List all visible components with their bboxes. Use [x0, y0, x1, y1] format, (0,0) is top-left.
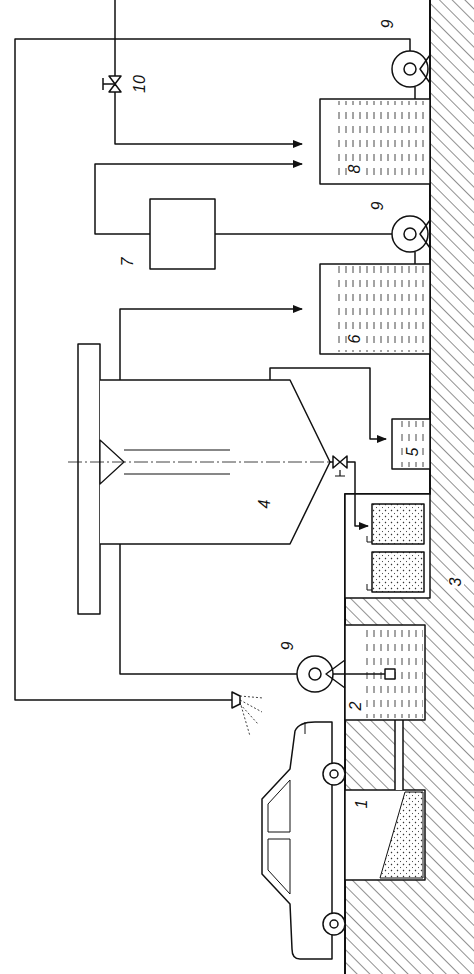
pump	[120, 519, 345, 692]
callout-number: 8	[347, 163, 363, 176]
callout-number: 4	[257, 498, 273, 511]
hydrocyclone-settler	[333, 456, 340, 468]
settling-pit	[345, 790, 425, 880]
spray-nozzle	[232, 692, 240, 708]
collection-tank	[362, 627, 423, 718]
car	[268, 780, 290, 894]
settling-pit	[395, 720, 403, 790]
clarified-water-tank	[320, 252, 430, 354]
spray-nozzle	[232, 692, 263, 736]
car	[262, 722, 345, 959]
pump	[297, 656, 333, 692]
fresh-water-line	[109, 84, 121, 92]
pump	[15, 39, 430, 700]
fresh-water-line	[103, 78, 115, 90]
callout-number: 1	[354, 798, 370, 811]
callout-number: 5	[405, 446, 421, 459]
callout-number: 7	[120, 256, 136, 269]
hydrocyclone-settler	[120, 309, 302, 380]
clean-water-tank	[336, 101, 429, 182]
filter	[95, 164, 302, 269]
car	[323, 913, 345, 935]
hydrocyclone-settler	[335, 470, 345, 476]
clean-water-tank	[414, 87, 416, 99]
oil-tank	[392, 419, 430, 469]
collection-tank	[333, 673, 385, 675]
pump	[215, 233, 392, 235]
collection-tank	[345, 625, 425, 720]
oil-tank	[400, 421, 429, 467]
pump	[404, 228, 416, 240]
callout-number: 9	[280, 640, 296, 653]
hydrocyclone-settler	[347, 462, 368, 526]
clean-water-tank	[320, 99, 430, 184]
settling-pit	[345, 720, 425, 880]
sludge-containers	[345, 494, 430, 598]
pump	[15, 39, 410, 700]
clarified-water-tank	[320, 264, 430, 354]
hydrocyclone-settler	[100, 440, 124, 484]
callout-number: 9	[370, 200, 386, 213]
car	[262, 722, 332, 959]
pump	[215, 216, 430, 252]
settling-pit	[380, 792, 423, 878]
collection-tank	[385, 669, 395, 679]
illustration	[15, 0, 474, 974]
hydrocyclone-settler	[68, 462, 342, 463]
sludge-containers	[367, 536, 372, 590]
fresh-water-line	[109, 76, 121, 84]
sludge-containers	[372, 504, 424, 544]
hydrocyclone-settler	[340, 456, 347, 468]
callout-number: 2	[348, 700, 364, 713]
filter	[95, 164, 302, 234]
hydrocyclone-settler	[270, 368, 386, 439]
callout-number: 3	[448, 576, 464, 589]
sludge-containers	[372, 552, 424, 592]
pump	[392, 51, 428, 87]
callout-number: 10	[132, 73, 148, 95]
hydrocyclone-settler	[78, 344, 100, 614]
callout-number: 6	[347, 333, 363, 346]
clarified-water-tank	[414, 252, 416, 264]
pump	[326, 660, 345, 688]
collection-tank	[333, 625, 425, 720]
spray-nozzle	[240, 696, 263, 736]
car	[305, 722, 306, 734]
car	[330, 920, 338, 928]
filter	[150, 199, 215, 269]
clean-water-tank	[320, 87, 430, 184]
car	[323, 763, 345, 785]
car	[330, 770, 338, 778]
fresh-water-line	[115, 0, 302, 144]
clarified-water-tank	[338, 266, 429, 352]
sludge-containers	[345, 494, 430, 598]
pump	[309, 668, 321, 680]
callout-number: 9	[380, 18, 396, 31]
pump	[404, 63, 416, 75]
pump	[420, 220, 430, 248]
pump	[420, 55, 430, 83]
hydrocyclone-settler	[124, 450, 230, 474]
oil-tank	[392, 419, 430, 469]
pump	[392, 216, 428, 252]
settling-pit	[395, 720, 403, 790]
fresh-water-line	[103, 0, 302, 144]
